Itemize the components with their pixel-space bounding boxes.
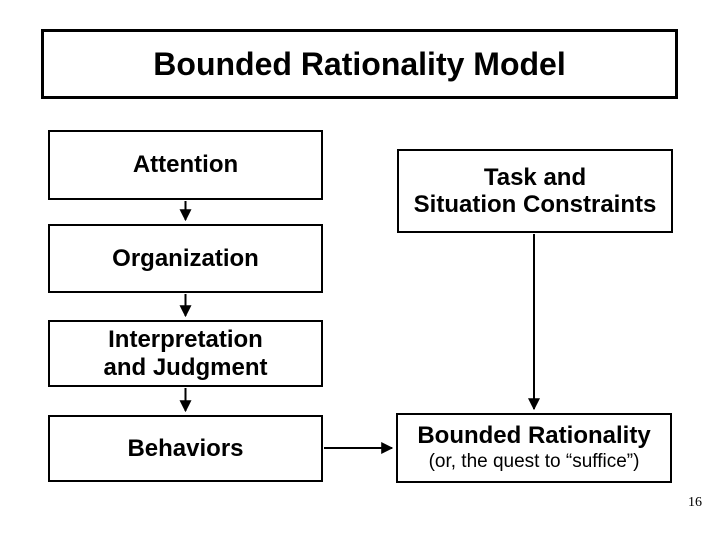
box-bounded-rationality: Bounded Rationality (or, the quest to “s… xyxy=(396,413,672,483)
box-interpretation-and-judgment: Interpretation and Judgment xyxy=(48,320,323,387)
slide-title-box: Bounded Rationality Model xyxy=(41,29,678,99)
page-number: 16 xyxy=(688,495,702,510)
box-organization-label: Organization xyxy=(112,244,259,272)
slide-title: Bounded Rationality Model xyxy=(153,45,566,82)
box-interpretation-label: Interpretation and Judgment xyxy=(103,326,268,381)
box-task-label: Task and Situation Constraints xyxy=(413,163,657,218)
box-behaviors-label: Behaviors xyxy=(127,434,244,462)
box-bounded-rationality-sublabel: (or, the quest to “suffice”) xyxy=(428,450,640,472)
box-behaviors: Behaviors xyxy=(48,415,323,482)
box-attention-label: Attention xyxy=(132,151,239,179)
box-bounded-rationality-label: Bounded Rationality xyxy=(417,422,651,450)
box-task-situation-constraints: Task and Situation Constraints xyxy=(397,149,673,233)
box-attention: Attention xyxy=(48,130,323,200)
box-organization: Organization xyxy=(48,224,323,293)
